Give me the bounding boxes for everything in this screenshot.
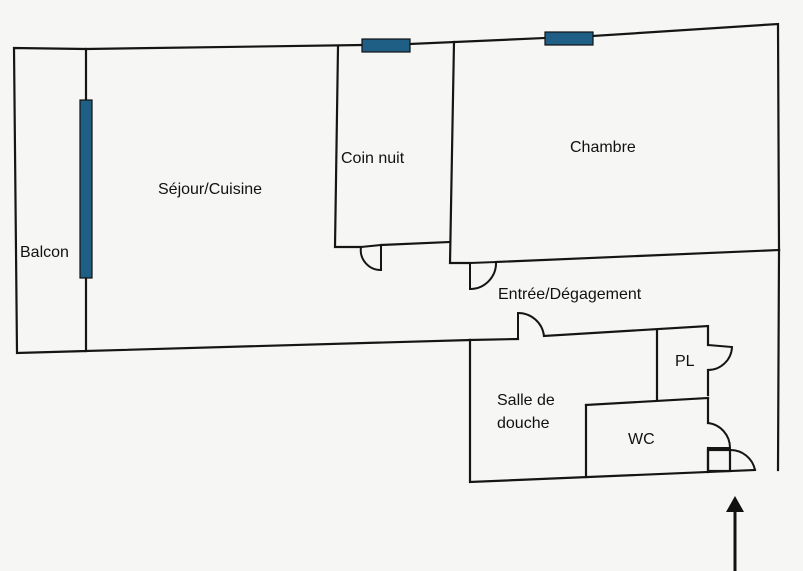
wc-top-wall (584, 396, 710, 407)
chambre-bottom-wall (494, 248, 781, 264)
entrance-column (706, 448, 732, 473)
window-chambre (544, 31, 594, 46)
coin-nuit-bottom-wall (379, 240, 452, 247)
door-swing-bathroom (517, 311, 545, 339)
outer-wall-top-right (591, 22, 781, 252)
label-salle-de-douche-line2: douche (497, 415, 550, 432)
outer-wall-right (776, 248, 781, 472)
bathroom-outer-wall (468, 338, 757, 484)
door-swing-coin-nuit (359, 243, 382, 272)
bathroom-top-wall (468, 337, 520, 342)
label-wc: WC (628, 431, 655, 448)
label-coin-nuit: Coin nuit (341, 150, 405, 167)
outer-wall-bottom-living (84, 338, 472, 353)
label-salle-de-douche-line1: Salle de (497, 392, 555, 409)
window-balcony (79, 99, 93, 279)
chambre-left-wall (448, 40, 472, 265)
arrow-up-icon (726, 496, 744, 571)
label-balcon: Balcon (20, 244, 69, 261)
door-swing-chambre (469, 260, 498, 291)
label-sejour-cuisine: Séjour/Cuisine (158, 181, 262, 198)
balcony-wall (12, 46, 88, 355)
label-pl: PL (675, 353, 695, 370)
label-entree-degagement: Entrée/Dégagement (498, 286, 642, 303)
door-swing-entrance (729, 448, 756, 471)
window-coin-nuit (361, 38, 411, 53)
door-swing-pl (707, 344, 734, 372)
outer-wall-top (84, 43, 364, 51)
door-swing-wc (707, 422, 732, 449)
coin-nuit-left-wall (333, 45, 363, 249)
outer-wall-top-middle (408, 36, 547, 46)
label-chambre: Chambre (570, 139, 636, 156)
bathroom-top-wall-right (542, 324, 710, 347)
